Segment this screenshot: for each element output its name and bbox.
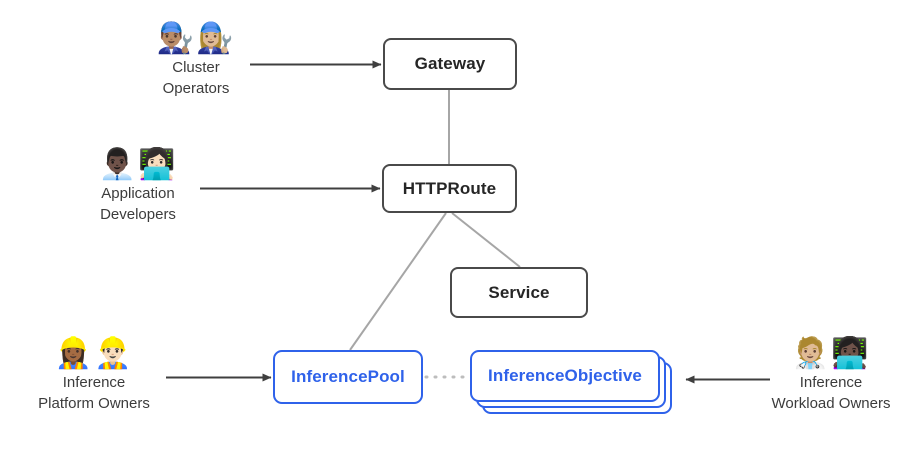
application-developers-label-line2: Developers [100,206,176,223]
node-service-label: Service [488,282,550,302]
actor-inference-workload-owners: 🧑🏼‍⚕️👩🏿‍💻 Inference Workload Owners [771,337,891,413]
node-httproute[interactable]: HTTPRoute [382,164,517,213]
cluster-operators-label-line2: Operators [162,80,230,97]
connector-httproute-to-inferencepool [349,212,447,351]
node-inferencepool[interactable]: InferencePool [273,350,423,404]
cluster-operators-label-line1: Cluster [172,59,220,76]
node-gateway[interactable]: Gateway [383,38,517,90]
inference-workload-owners-label-line2: Workload Owners [771,395,891,412]
node-inferenceobjective-stack[interactable]: InferenceObjective [470,350,672,414]
application-developers-label-line1: Application [101,185,175,202]
actor-application-developers: 👨🏿‍💼👩🏻‍💻 Application Developers [80,148,196,224]
node-service[interactable]: Service [450,267,588,318]
inference-platform-owners-label-line2: Platform Owners [38,395,150,412]
actor-cluster-operators: 👨🏽‍🔧👩🏼‍🔧 Cluster Operators [138,22,254,98]
cluster-operators-emoji: 👨🏽‍🔧👩🏼‍🔧 [156,22,236,55]
node-inferenceobjective[interactable]: InferenceObjective [470,350,660,402]
inference-workload-owners-label-line1: Inference [799,374,863,391]
node-gateway-label: Gateway [414,54,486,73]
node-inferenceobjective-label: InferenceObjective [488,366,642,385]
node-inferencepool-label: InferencePool [291,367,405,386]
inference-workload-owners-emoji: 🧑🏼‍⚕️👩🏿‍💻 [791,337,871,370]
actor-inference-platform-owners: 👷🏾‍♀️👷🏻‍♂️ Inference Platform Owners [22,337,166,413]
inference-platform-owners-emoji: 👷🏾‍♀️👷🏻‍♂️ [54,337,134,370]
inference-platform-owners-label-line1: Inference [62,374,126,391]
connector-httproute-to-service [451,212,521,268]
application-developers-emoji: 👨🏿‍💼👩🏻‍💻 [98,148,178,181]
node-httproute-label: HTTPRoute [402,178,497,198]
